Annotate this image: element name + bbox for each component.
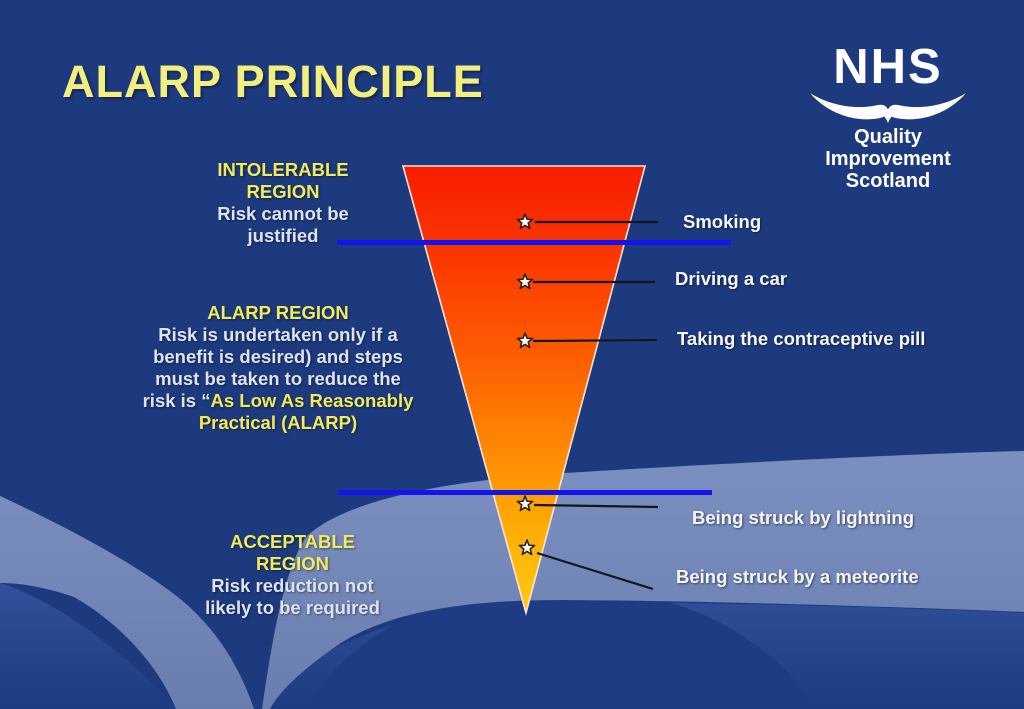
- example-label-driving: Driving a car: [675, 268, 788, 289]
- alarp-body-line: Risk is undertaken only if a: [158, 324, 398, 345]
- background-light-band-left: [0, 496, 254, 709]
- upper-boundary-line: [337, 240, 731, 245]
- connector-pill: [532, 338, 658, 343]
- alarp-body-line: benefit is desired) and steps: [153, 346, 403, 367]
- connector-meteorite: [536, 551, 654, 591]
- alarp-body-last-line: Practical (ALARP): [198, 412, 358, 433]
- example-label-lightning: Being struck by lightning: [692, 507, 915, 528]
- star-marker-lightning: [516, 495, 534, 512]
- background-medium-left-shape: [0, 583, 178, 709]
- nhs-org-line: Scotland: [845, 170, 931, 192]
- alarp-heading: ALARP REGION: [207, 302, 349, 323]
- risk-funnel-triangle: [401, 165, 647, 617]
- star-marker-smoking: [516, 213, 534, 230]
- nhs-logo: NHS Quality Improvement Scotland: [800, 40, 976, 192]
- connector-lightning: [533, 503, 659, 509]
- intolerable-region-text: INTOLERABLE REGION Risk cannot be justif…: [158, 159, 408, 247]
- acceptable-body-line: Risk reduction not: [211, 575, 374, 596]
- example-label-smoking: Smoking: [683, 211, 762, 232]
- acceptable-heading-line: REGION: [256, 553, 329, 574]
- nhs-logo-text: NHS: [833, 40, 943, 94]
- page-title: ALARP PRINCIPLE: [62, 56, 484, 107]
- star-marker-driving: [516, 273, 534, 290]
- background-light-band-right: [262, 451, 1024, 709]
- example-label-pill: Taking the contraceptive pill: [677, 328, 926, 349]
- acceptable-region-text: ACCEPTABLE REGION Risk reduction not lik…: [170, 531, 415, 619]
- example-label-meteorite: Being struck by a meteorite: [676, 566, 919, 587]
- intolerable-body-line: justified: [247, 225, 319, 246]
- alarp-body-mixed-line: risk is “As Low As Reasonably: [122, 390, 434, 412]
- intolerable-body-line: Risk cannot be: [217, 203, 349, 224]
- alarp-body-mixed-yellow: As Low As Reasonably: [210, 390, 414, 411]
- nhs-org-line: Quality: [854, 126, 922, 148]
- lower-boundary-line: [338, 490, 712, 495]
- acceptable-body-line: likely to be required: [205, 597, 380, 618]
- alarp-body-line: must be taken to reduce the: [155, 368, 401, 389]
- intolerable-heading-line: INTOLERABLE: [217, 159, 349, 180]
- nhs-swoosh-icon: [810, 93, 966, 123]
- star-marker-pill: [516, 332, 534, 349]
- star-marker-meteorite: [518, 539, 536, 556]
- alarp-region-text: ALARP REGION Risk is undertaken only if …: [122, 302, 434, 434]
- nhs-org-line: Improvement: [825, 148, 951, 170]
- background-dark-dome-shape: [305, 586, 818, 709]
- intolerable-heading-line: REGION: [246, 181, 320, 202]
- nhs-org-name: Quality Improvement Scotland: [800, 126, 976, 192]
- acceptable-heading-line: ACCEPTABLE: [229, 531, 356, 552]
- alarp-body-mixed-white: risk is “: [142, 390, 211, 411]
